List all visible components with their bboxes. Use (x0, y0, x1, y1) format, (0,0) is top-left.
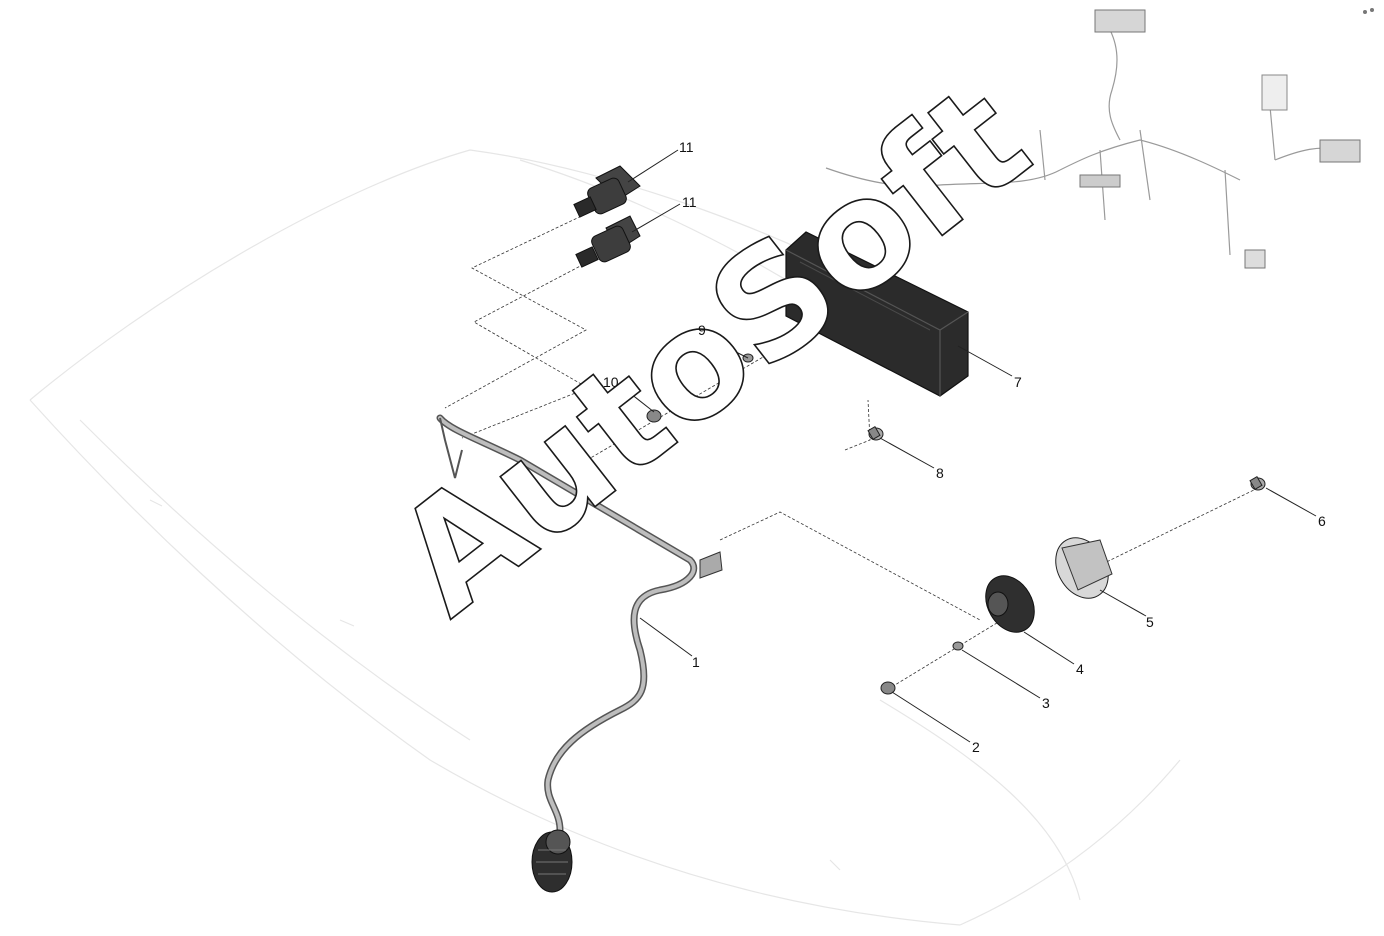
callout-2: 2 (972, 739, 980, 755)
connector-block-icon (1319, 139, 1361, 163)
callout-5: 5 (1146, 614, 1154, 630)
callout-3: 3 (1042, 695, 1050, 711)
part-2-nut[interactable] (880, 681, 896, 695)
callout-9: 9 (698, 322, 706, 338)
callout-10: 10 (603, 374, 619, 390)
part-1-cable-tube[interactable] (436, 414, 723, 834)
part-11-socket-lower[interactable] (575, 215, 641, 268)
part-6-bolt[interactable] (1249, 475, 1266, 491)
part-10-nut[interactable] (646, 409, 662, 423)
callout-11-upper: 11 (679, 139, 694, 155)
part-7-control-box[interactable] (785, 231, 969, 397)
ghost-vehicle-outline (29, 149, 1181, 926)
part-1-round-connector[interactable] (531, 829, 573, 893)
callout-11-lower: 11 (682, 194, 697, 210)
callout-7: 7 (1014, 374, 1022, 390)
part-3-washer[interactable] (952, 641, 964, 651)
small-connector-icon (1244, 249, 1266, 269)
connector-block-icon (1094, 9, 1146, 33)
callout-8: 8 (936, 465, 944, 481)
callout-1: 1 (692, 654, 700, 670)
terminal-strip-icon (1079, 174, 1121, 188)
part-11-socket-upper[interactable] (573, 165, 641, 218)
part-5-round-lamp[interactable] (1045, 528, 1119, 607)
callout-leaders (625, 149, 1317, 743)
bracket-icon (1261, 74, 1288, 111)
part-4-mounting-plate[interactable] (976, 567, 1044, 641)
assembly-path-lines (444, 211, 1259, 689)
part-8-bolt[interactable] (867, 425, 884, 441)
wiring-harness-context (825, 8, 1374, 269)
callout-numbers: 11 11 9 10 7 8 6 5 4 3 2 1 (603, 139, 1326, 755)
callout-6: 6 (1318, 513, 1326, 529)
callout-4: 4 (1076, 661, 1084, 677)
